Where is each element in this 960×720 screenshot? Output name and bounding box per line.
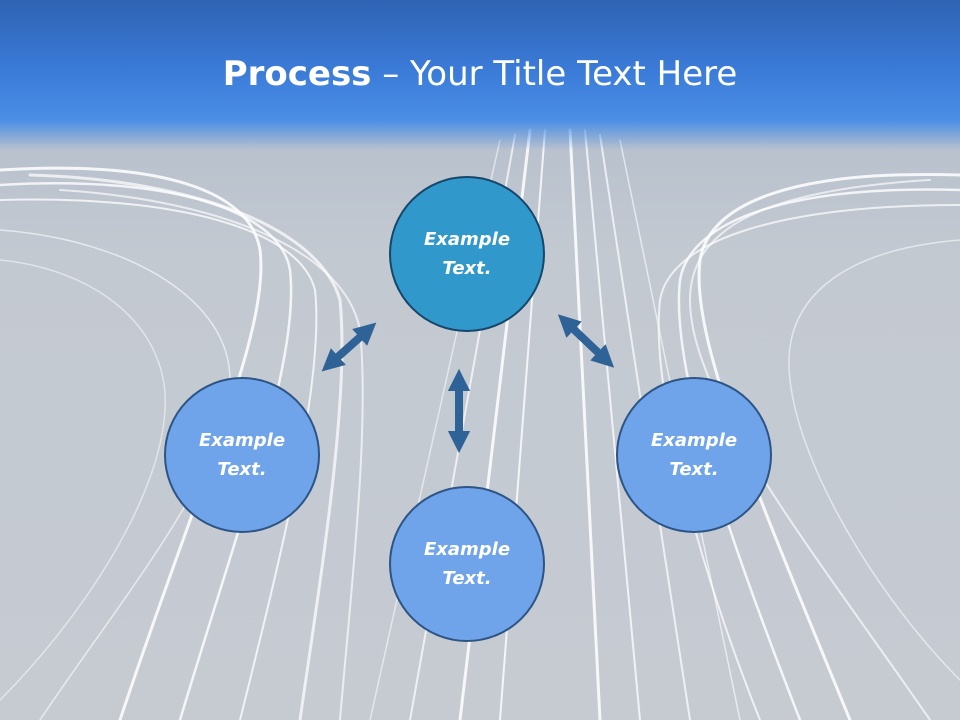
process-node-top: Example Text. xyxy=(389,176,545,332)
node-bottom-line2: Text. xyxy=(442,568,492,589)
slide-title: Process – Your Title Text Here xyxy=(0,52,960,96)
node-left-line1: Example xyxy=(198,430,286,451)
node-right-line2: Text. xyxy=(669,459,719,480)
title-bold: Process xyxy=(222,54,372,94)
title-bar xyxy=(0,0,960,150)
node-top-line1: Example xyxy=(423,229,511,250)
process-node-left: Example Text. xyxy=(164,377,320,533)
arrow-top-left xyxy=(321,322,377,372)
node-right-line1: Example xyxy=(650,430,738,451)
node-left-line2: Text. xyxy=(217,459,267,480)
node-top-line2: Text. xyxy=(442,258,492,279)
process-node-bottom: Example Text. xyxy=(389,486,545,642)
arrow-top-right xyxy=(557,314,615,368)
process-node-right: Example Text. xyxy=(616,377,772,533)
title-rest: – Your Title Text Here xyxy=(371,54,738,94)
node-bottom-line1: Example xyxy=(423,539,511,560)
